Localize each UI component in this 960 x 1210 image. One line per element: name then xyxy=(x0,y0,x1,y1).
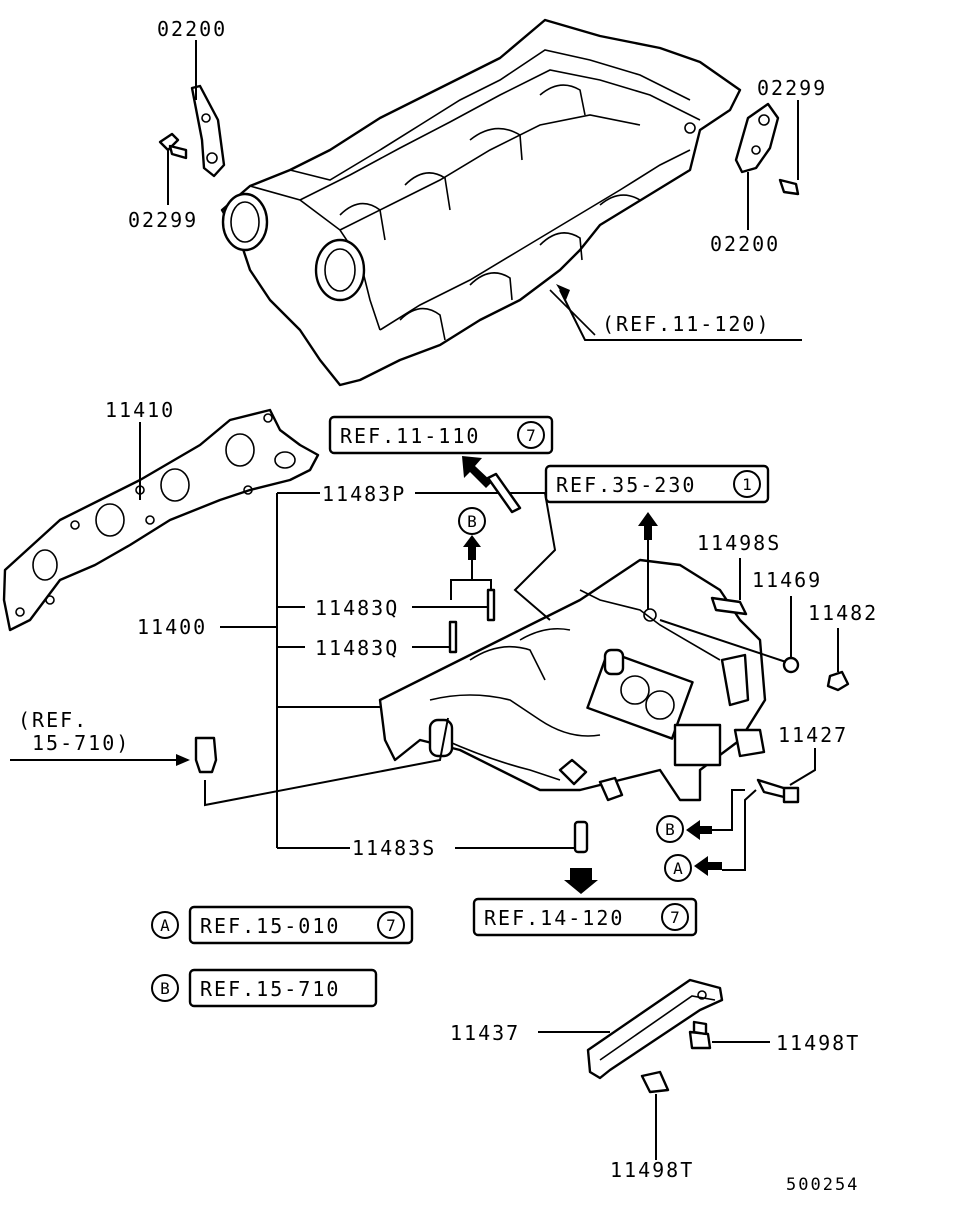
engine-hanger-bracket-left xyxy=(190,84,226,178)
ref-box-11-110-circle: 7 xyxy=(526,426,536,445)
ref-box-11-110: REF.11-110 7 xyxy=(328,415,554,455)
intake-manifold-gasket-illustration xyxy=(2,408,320,632)
legend-row-a: A REF.15-010 7 xyxy=(151,905,414,945)
ref-15-710-label-line2: 15-710) xyxy=(32,731,130,755)
ref-11-120-label: (REF.11-120) xyxy=(602,312,771,336)
label-02299-right: 02299 xyxy=(757,76,827,100)
legend-a-text: REF.15-010 xyxy=(200,914,340,938)
bolt-11498T-lower xyxy=(640,1070,670,1094)
label-11469: 11469 xyxy=(752,568,822,592)
label-11483Q-upper: 11483Q xyxy=(315,596,399,620)
legend-b-text: REF.15-710 xyxy=(200,977,340,1001)
marker-a-side: A xyxy=(664,854,692,882)
label-02200-top: 02200 xyxy=(157,17,227,41)
label-11427: 11427 xyxy=(778,723,848,747)
ref-box-14-120: REF.14-120 7 xyxy=(472,897,698,937)
label-11498S: 11498S xyxy=(697,531,781,555)
label-11483S: 11483S xyxy=(352,836,436,860)
label-11483P: 11483P xyxy=(322,482,406,506)
label-11483Q-lower: 11483Q xyxy=(315,636,399,660)
ref-box-14-120-circle: 7 xyxy=(670,908,680,927)
label-11498T-bottom: 11498T xyxy=(610,1158,694,1182)
diagram-number: 500254 xyxy=(786,1175,859,1195)
marker-b-side: B xyxy=(656,815,684,843)
legend-b-marker: B xyxy=(160,979,170,998)
manifold-stay-bracket-illustration xyxy=(586,978,724,1080)
ref-15-710-label-line1: (REF. xyxy=(18,708,88,732)
intake-manifold-illustration xyxy=(378,558,767,802)
svg-text:B: B xyxy=(665,820,675,839)
ref-box-35-230-circle: 1 xyxy=(742,475,752,494)
ref-box-14-120-text: REF.14-120 xyxy=(484,906,624,930)
ref-box-11-110-text: REF.11-110 xyxy=(340,424,480,448)
label-11410: 11410 xyxy=(105,398,175,422)
svg-text:B: B xyxy=(467,512,477,531)
bolt-02299-left xyxy=(158,132,188,160)
ref-box-35-230: REF.35-230 1 xyxy=(544,464,770,504)
marker-b-top: B xyxy=(458,507,486,535)
cylinder-head-illustration xyxy=(220,18,742,387)
label-11482: 11482 xyxy=(808,601,878,625)
legend-a-circle: 7 xyxy=(386,916,396,935)
bolt-02299-right xyxy=(778,178,800,196)
label-11437: 11437 xyxy=(450,1021,520,1045)
svg-text:A: A xyxy=(673,859,683,878)
engine-hanger-bracket-right xyxy=(734,102,780,174)
label-11498T-right: 11498T xyxy=(776,1031,860,1055)
label-02299-left: 02299 xyxy=(128,208,198,232)
label-11400: 11400 xyxy=(137,615,207,639)
legend-row-b: B REF.15-710 xyxy=(151,968,378,1008)
label-02200-right: 02200 xyxy=(710,232,780,256)
bolt-11498T-upper xyxy=(688,1020,712,1050)
ref-box-35-230-text: REF.35-230 xyxy=(556,473,696,497)
legend-a-marker: A xyxy=(160,916,170,935)
